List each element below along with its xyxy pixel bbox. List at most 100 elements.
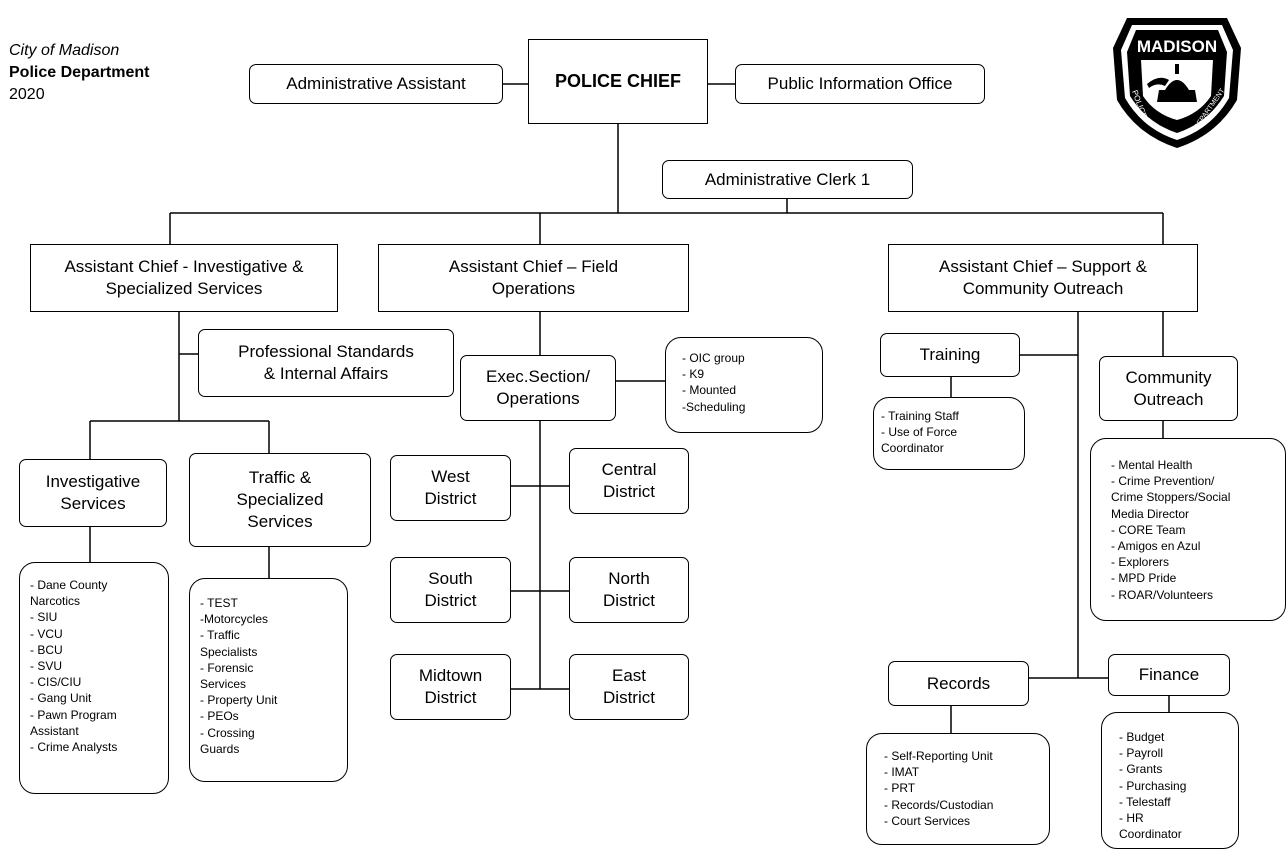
list-item: Coordinator bbox=[881, 441, 944, 456]
list-item: - SIU bbox=[30, 610, 58, 625]
list-item: - Self-Reporting Unit bbox=[884, 749, 993, 763]
south-district-line1: South bbox=[428, 569, 473, 588]
exec-section-box: Exec.Section/ Operations bbox=[460, 355, 616, 421]
list-item: Narcotics bbox=[30, 594, 81, 609]
list-item: - Crossing bbox=[200, 725, 255, 740]
list-item: - Explorers bbox=[1111, 555, 1170, 570]
assistant-chief-field-box: Assistant Chief – Field Operations bbox=[378, 244, 689, 312]
professional-standards-line1: Professional Standards bbox=[238, 342, 414, 361]
north-district-box: North District bbox=[569, 557, 689, 623]
east-district-line2: District bbox=[603, 688, 655, 707]
list-item: - Mounted bbox=[682, 383, 737, 398]
north-district-line2: District bbox=[603, 591, 655, 610]
traffic-services-line1: Traffic & bbox=[248, 468, 312, 487]
west-district-box: West District bbox=[390, 455, 511, 521]
list-item: Guards bbox=[200, 741, 240, 756]
traffic-services-line2: Specialized bbox=[236, 490, 324, 509]
list-item: - OIC group bbox=[682, 351, 745, 365]
list-item: - Pawn Program bbox=[30, 707, 117, 722]
assistant-chief-investigative-box: Assistant Chief - Investigative & Specia… bbox=[30, 244, 338, 312]
police-chief-box: POLICE CHIEF bbox=[528, 39, 708, 124]
assistant-chief-investigative-line2: Specialized Services bbox=[105, 279, 263, 298]
list-item: - MPD Pride bbox=[1111, 571, 1177, 586]
org-header: City of Madison Police Department 2020 bbox=[9, 40, 149, 106]
madison-police-badge-logo: MADISON POLICE DEPARTMENT bbox=[1113, 18, 1241, 148]
south-district-box: South District bbox=[390, 557, 511, 623]
assistant-chief-support-box: Assistant Chief – Support & Community Ou… bbox=[888, 244, 1198, 312]
list-item: - Grants bbox=[1119, 762, 1163, 777]
midtown-district-line1: Midtown bbox=[418, 666, 483, 685]
list-item: - PEOs bbox=[200, 709, 239, 724]
finance-units-list: - Budget - Payroll - Grants - Purchasing… bbox=[1101, 712, 1239, 849]
list-item: - IMAT bbox=[884, 765, 920, 780]
investigative-units-list: - Dane County Narcotics - SIU - VCU - BC… bbox=[19, 562, 169, 794]
list-item: Services bbox=[200, 677, 247, 692]
investigative-services-line1: Investigative bbox=[45, 472, 141, 491]
list-item: - Budget bbox=[1119, 730, 1165, 744]
traffic-specialized-services-box: Traffic & Specialized Services bbox=[189, 453, 371, 547]
list-item: - Court Services bbox=[884, 813, 971, 828]
east-district-box: East District bbox=[569, 654, 689, 720]
list-item: - Gang Unit bbox=[30, 691, 92, 706]
public-information-office-box: Public Information Office bbox=[735, 64, 985, 104]
administrative-assistant-label: Administrative Assistant bbox=[286, 74, 466, 93]
exec-section-line1: Exec.Section/ bbox=[486, 367, 590, 386]
list-item: - Crime Prevention/ bbox=[1111, 474, 1215, 489]
west-district-line1: West bbox=[431, 467, 470, 486]
training-units-list: - Training Staff - Use of Force Coordina… bbox=[873, 397, 1025, 470]
list-item: - PRT bbox=[884, 781, 916, 796]
midtown-district-box: Midtown District bbox=[390, 654, 511, 720]
list-item: - ROAR/Volunteers bbox=[1111, 587, 1214, 602]
list-item: - Telestaff bbox=[1119, 794, 1171, 809]
community-units-list: - Mental Health - Crime Prevention/ Crim… bbox=[1090, 438, 1286, 621]
professional-standards-line2: & Internal Affairs bbox=[263, 364, 389, 383]
list-item: - CIS/CIU bbox=[30, 675, 82, 690]
assistant-chief-support-line2: Community Outreach bbox=[962, 279, 1124, 298]
list-item: Coordinator bbox=[1119, 827, 1182, 842]
administrative-clerk-box: Administrative Clerk 1 bbox=[662, 160, 913, 199]
east-district-line1: East bbox=[611, 666, 647, 685]
finance-box: Finance bbox=[1108, 654, 1230, 696]
assistant-chief-support-line1: Assistant Chief – Support & bbox=[939, 257, 1147, 276]
administrative-assistant-box: Administrative Assistant bbox=[249, 64, 503, 104]
professional-standards-box: Professional Standards & Internal Affair… bbox=[198, 329, 454, 397]
list-item: - Crime Analysts bbox=[30, 740, 118, 755]
list-item: - Property Unit bbox=[200, 693, 278, 708]
city-name: City of Madison bbox=[9, 42, 120, 59]
list-item: - Use of Force bbox=[881, 425, 958, 440]
central-district-box: Central District bbox=[569, 448, 689, 514]
department-name: Police Department bbox=[9, 64, 150, 81]
assistant-chief-field-line2: Operations bbox=[491, 279, 576, 298]
traffic-units-list: - TEST -Motorcycles - Traffic Specialist… bbox=[189, 578, 348, 782]
list-item: - Amigos en Azul bbox=[1111, 539, 1201, 554]
list-item: - Traffic bbox=[200, 628, 240, 643]
list-item: - Training Staff bbox=[881, 409, 959, 423]
list-item: -Motorcycles bbox=[200, 612, 269, 627]
list-item: Media Director bbox=[1111, 506, 1190, 521]
list-item: - Payroll bbox=[1119, 746, 1164, 761]
administrative-clerk-label: Administrative Clerk 1 bbox=[704, 169, 871, 189]
investigative-services-line2: Services bbox=[60, 494, 126, 513]
records-box: Records bbox=[888, 661, 1029, 706]
list-item: - TEST bbox=[200, 596, 238, 610]
traffic-services-line3: Services bbox=[247, 512, 313, 531]
midtown-district-line2: District bbox=[424, 688, 477, 707]
list-item: Specialists bbox=[200, 644, 258, 659]
training-box: Training bbox=[880, 333, 1020, 377]
list-item: - SVU bbox=[30, 659, 63, 674]
central-district-line1: Central bbox=[601, 460, 657, 479]
community-outreach-box: Community Outreach bbox=[1099, 356, 1238, 421]
records-units-list: - Self-Reporting Unit - IMAT - PRT - Rec… bbox=[866, 733, 1050, 845]
list-item: Crime Stoppers/Social bbox=[1111, 490, 1231, 505]
list-item: - Records/Custodian bbox=[884, 797, 994, 812]
training-label: Training bbox=[919, 345, 981, 364]
list-item: - CORE Team bbox=[1111, 522, 1186, 537]
list-item: - K9 bbox=[682, 367, 705, 382]
police-chief-label: POLICE CHIEF bbox=[554, 71, 681, 91]
list-item: -Scheduling bbox=[682, 399, 746, 414]
west-district-line2: District bbox=[424, 489, 477, 508]
list-item: - Dane County bbox=[30, 578, 108, 592]
list-item: - VCU bbox=[30, 626, 63, 641]
investigative-services-box: Investigative Services bbox=[19, 459, 167, 527]
